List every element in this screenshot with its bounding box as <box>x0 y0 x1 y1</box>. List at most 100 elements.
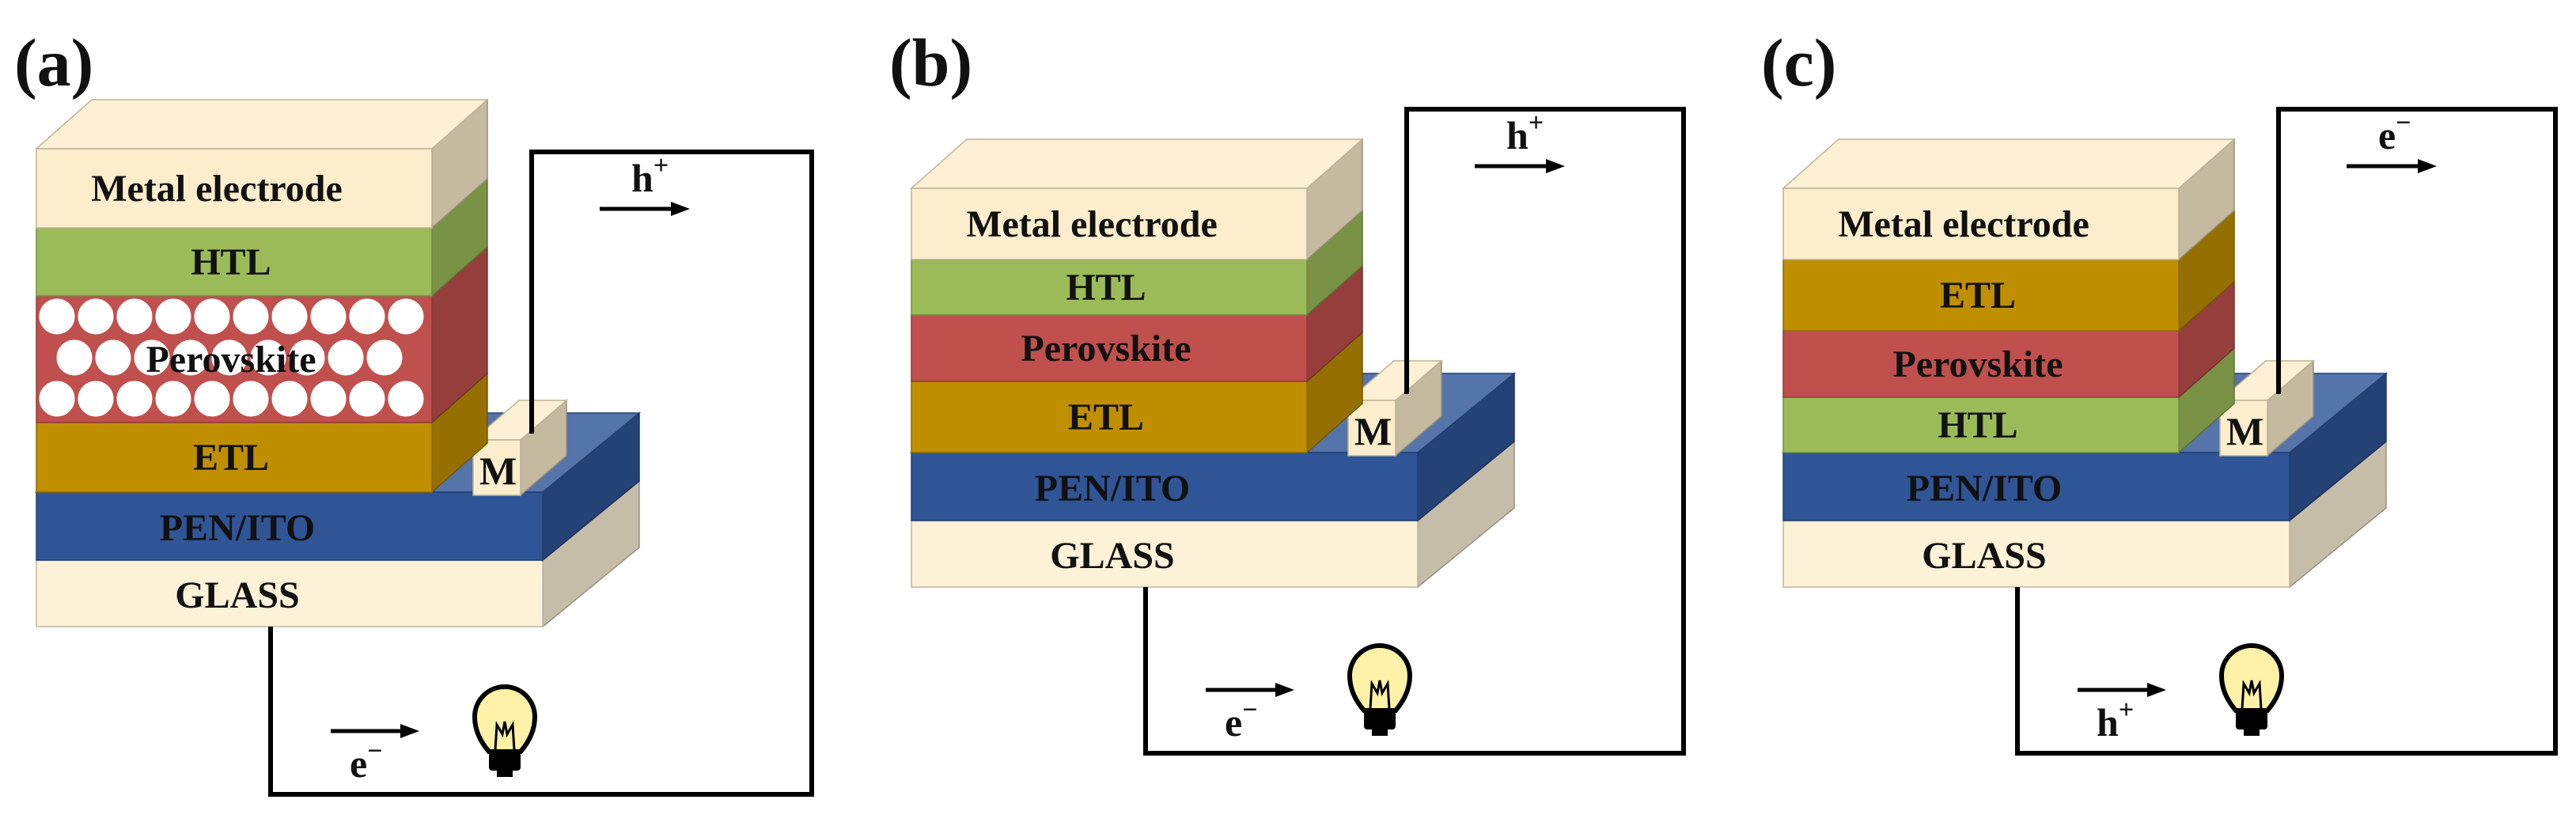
perovskite-particle <box>172 339 209 376</box>
electrode-m-label: M <box>1354 409 1392 453</box>
bulb-glass <box>472 684 538 754</box>
perovskite-particle <box>116 381 153 417</box>
perovskite-particle <box>366 339 403 376</box>
panel-label: (c) <box>1761 25 1836 100</box>
panel-label: (a) <box>14 25 93 100</box>
layer-htl <box>36 177 488 297</box>
layer-perovskite-front <box>911 314 1308 382</box>
bottom-flow-arrow <box>2078 683 2166 697</box>
bottom-carrier-label: e− <box>1225 695 1258 745</box>
layer-glass-front <box>1782 520 2290 588</box>
layer-htl-label: HTL <box>191 241 271 283</box>
arrow-head <box>400 724 419 738</box>
light-bulb-icon <box>1347 643 1413 736</box>
arrow-head <box>1275 683 1294 697</box>
layer-perovskite-front <box>1782 330 2180 398</box>
layer-perovskite-label: Perovskite <box>146 339 316 381</box>
perovskite-particle <box>271 381 308 417</box>
layer-metal-top <box>35 99 489 150</box>
layer-etl <box>1782 209 2235 332</box>
layer-htl <box>1782 347 2235 454</box>
perovskite-particle <box>78 381 114 417</box>
top-carrier-label: h+ <box>1506 108 1544 157</box>
layer-pen-ito-front <box>1782 452 2290 521</box>
electrode-m-label: M <box>479 449 517 493</box>
perovskite-particle <box>388 298 424 335</box>
top-flow-arrow <box>1475 159 1565 173</box>
layer-metal <box>1782 138 2236 261</box>
bulb-base <box>2236 710 2267 729</box>
perovskite-particle <box>349 298 385 335</box>
perovskite-particle <box>310 381 347 417</box>
perovskite-particle <box>289 339 325 376</box>
bulb-tip <box>497 769 513 777</box>
bulb-filament <box>1369 679 1391 710</box>
perovskite-particle <box>39 381 75 417</box>
layer-metal-label: Metal electrode <box>966 203 1218 245</box>
layer-etl-front <box>911 381 1308 453</box>
perovskite-particle <box>233 381 269 417</box>
perovskite-particle <box>328 339 364 376</box>
perovskite-particle <box>250 339 286 376</box>
layer-htl-front <box>36 227 433 297</box>
bulb-base <box>1364 710 1396 729</box>
arrow-head <box>2418 159 2437 173</box>
layer-metal-front <box>911 188 1308 260</box>
perovskite-particle <box>388 381 424 417</box>
layer-glass-label: GLASS <box>175 574 299 616</box>
layer-pen-ito-front <box>911 452 1419 521</box>
perovskite-particle <box>95 339 131 376</box>
layer-etl-front <box>1782 259 2180 332</box>
perovskite-particle <box>78 298 114 335</box>
layer-htl <box>911 209 1363 316</box>
perovskite-particle <box>116 298 153 335</box>
layer-pen-ito-label: PEN/ITO <box>1035 468 1191 510</box>
bottom-carrier-label: h+ <box>2097 695 2134 745</box>
layer-glass-label: GLASS <box>1922 535 2046 577</box>
layer-metal-front <box>36 148 433 229</box>
arrow-head <box>671 202 690 216</box>
layer-metal-front <box>1782 188 2180 260</box>
layer-htl-front <box>911 259 1308 316</box>
panel-label: (b) <box>889 25 972 100</box>
light-bulb-icon <box>472 684 538 777</box>
layer-perovskite <box>911 264 1363 383</box>
layer-pen-ito-front <box>36 491 544 561</box>
layer-glass-front <box>36 559 544 627</box>
layer-metal-label: Metal electrode <box>91 168 343 210</box>
light-bulb-icon <box>2218 643 2285 736</box>
layer-htl-label: HTL <box>1938 404 2017 446</box>
circuit-wire <box>1143 107 1686 756</box>
layer-metal <box>35 98 489 229</box>
layer-glass <box>1782 440 2387 589</box>
perovskite-particle <box>211 339 248 376</box>
layer-pen-ito-label: PEN/ITO <box>160 507 316 549</box>
perovskite-particle <box>233 298 269 335</box>
electrode-m <box>471 399 569 497</box>
circuit-path <box>268 150 814 797</box>
bulb-filament <box>2241 679 2263 710</box>
circuit-path <box>2015 107 2558 756</box>
circuit-wire <box>2015 107 2558 756</box>
layer-pen-ito-label: PEN/ITO <box>1907 468 2063 510</box>
perovskite-particle <box>134 339 170 376</box>
perovskite-particle <box>349 381 385 417</box>
top-carrier-label: e− <box>2378 108 2411 157</box>
bulb-filament <box>494 720 516 751</box>
layer-metal <box>910 138 1364 261</box>
circuit-path <box>1143 107 1686 756</box>
layer-etl-label: ETL <box>1940 275 2016 316</box>
perovskite-particle <box>56 339 93 376</box>
layer-perovskite-label: Perovskite <box>1021 328 1191 369</box>
bulb-tip <box>1372 728 1388 736</box>
bottom-flow-arrow <box>331 724 419 738</box>
perovskite-particle <box>155 298 191 335</box>
bulb-tip <box>2244 728 2260 736</box>
layer-glass-label: GLASS <box>1050 535 1174 577</box>
perovskite-particle <box>310 298 347 335</box>
perovskite-particle <box>271 298 308 335</box>
bottom-carrier-label: e− <box>350 737 383 786</box>
layer-glass <box>911 440 1515 589</box>
perovskite-particle <box>39 298 75 335</box>
layer-etl-front <box>36 422 433 493</box>
